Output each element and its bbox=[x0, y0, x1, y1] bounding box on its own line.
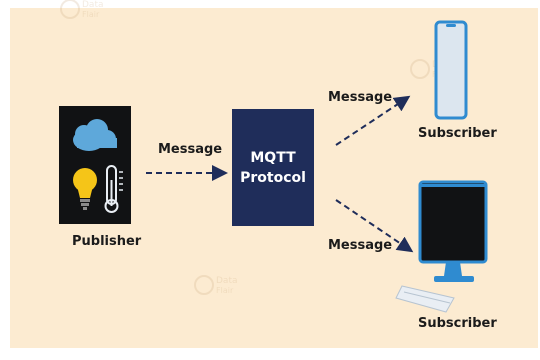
subscriber-label-bottom: Subscriber bbox=[418, 316, 497, 331]
publisher-label: Publisher bbox=[72, 234, 142, 249]
arrow-broker-to-desktop bbox=[335, 199, 414, 253]
cloud-icon bbox=[73, 119, 117, 151]
arrow-broker-to-phone bbox=[335, 95, 411, 146]
broker-label-line1: MQTT bbox=[250, 149, 296, 166]
message-label-left: Message bbox=[158, 142, 223, 157]
message-label-bottom: Message bbox=[328, 238, 393, 253]
publisher-node bbox=[59, 106, 131, 224]
watermark-bottom-line1: Data bbox=[216, 276, 238, 286]
watermark-top: Data Flair bbox=[58, 0, 118, 28]
bottom-margin bbox=[0, 348, 540, 360]
subscriber-label-top: Subscriber bbox=[418, 126, 497, 141]
message-label-top: Message bbox=[328, 90, 393, 105]
lightbulb-icon bbox=[73, 168, 97, 210]
keyboard-icon bbox=[395, 285, 455, 313]
thermometer-icon bbox=[104, 165, 123, 213]
mqtt-broker-node: MQTT Protocol bbox=[232, 109, 314, 226]
watermark-bottom: Data Flair bbox=[192, 270, 252, 304]
watermark-bottom-line2: Flair bbox=[216, 286, 234, 295]
watermark-top-line2: Flair bbox=[82, 10, 100, 19]
broker-label-line2: Protocol bbox=[240, 169, 306, 186]
watermark-top-line1: Data bbox=[82, 0, 104, 10]
